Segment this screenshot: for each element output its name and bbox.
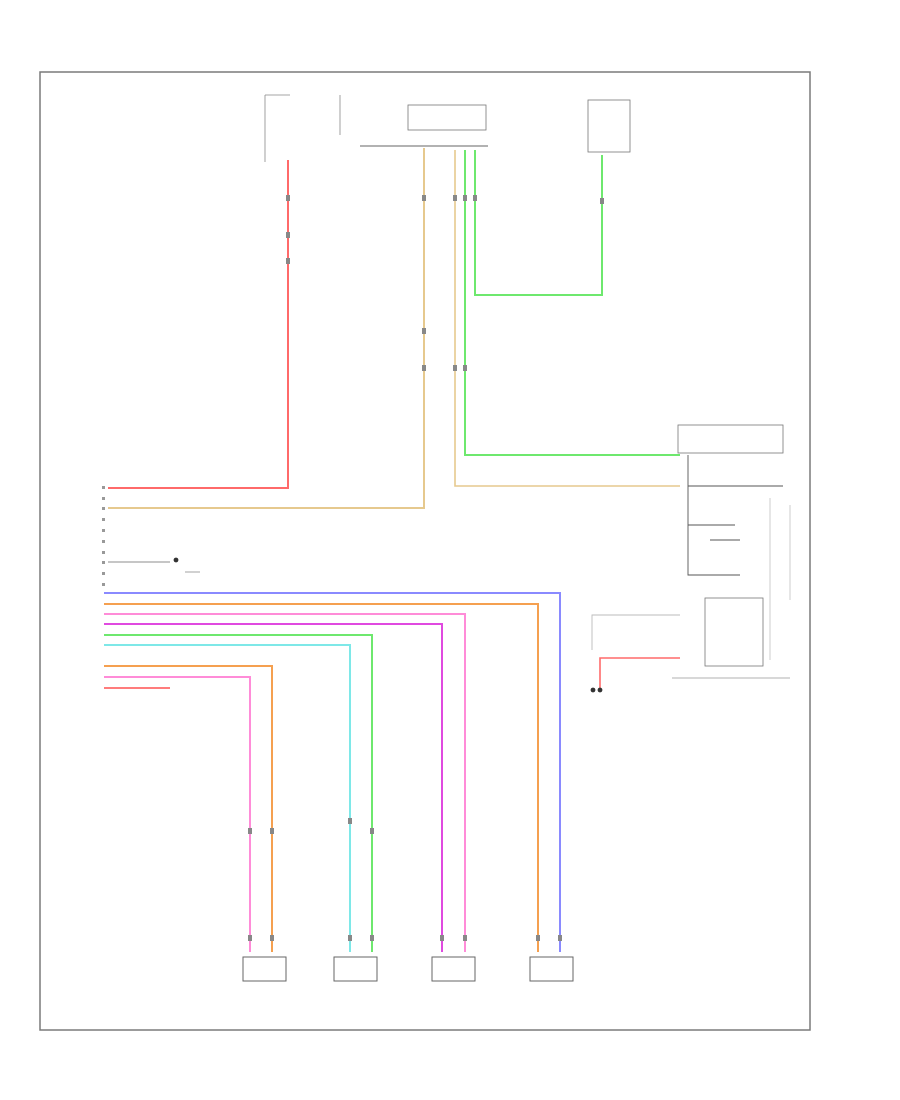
diagram-frame xyxy=(39,71,811,1031)
wire-cyan xyxy=(104,644,351,952)
module-ground xyxy=(108,557,200,573)
wire-magenta xyxy=(104,623,443,952)
relay-box xyxy=(587,99,631,153)
wire-orange-1 xyxy=(104,603,539,952)
right-switch-box xyxy=(704,597,764,667)
top-fuse-block-left xyxy=(264,94,290,162)
module-connector-pins xyxy=(102,486,105,586)
wire-blue xyxy=(104,592,561,952)
wire-pink-1 xyxy=(104,613,466,952)
wire-green-sensor xyxy=(104,634,373,952)
wire-red xyxy=(108,160,289,489)
wire-green-right xyxy=(464,150,680,456)
sensor-4 xyxy=(529,956,574,982)
right-vertical-label-lines xyxy=(769,498,791,660)
right-module-box xyxy=(677,424,784,454)
wire-green-relay xyxy=(474,150,603,296)
junction-box xyxy=(407,104,487,131)
wire-gray-right xyxy=(591,614,680,650)
wire-pink-2 xyxy=(104,676,251,952)
sensor-2 xyxy=(333,956,378,982)
sensor-1 xyxy=(242,956,287,982)
right-ground xyxy=(590,687,603,693)
sensor-3 xyxy=(431,956,476,982)
wire-red-right xyxy=(599,657,680,692)
right-module-wiring xyxy=(687,455,783,576)
wire-tan-top xyxy=(108,148,425,509)
inline-connectors xyxy=(248,195,604,941)
wire-tan-right xyxy=(454,150,680,487)
wire-orange-2 xyxy=(104,665,273,952)
